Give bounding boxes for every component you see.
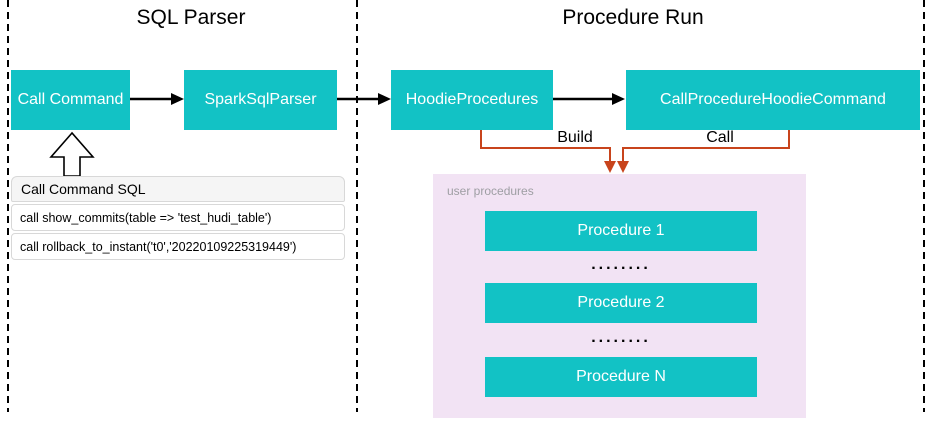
node-procedure-n: Procedure N	[485, 357, 757, 397]
sql-panel-row: call rollback_to_instant('t0','202201092…	[11, 233, 345, 260]
node-procedure-2: Procedure 2	[485, 283, 757, 323]
ellipsis-dots: ........	[591, 256, 651, 273]
sql-panel-row: call show_commits(table => 'test_hudi_ta…	[11, 204, 345, 231]
section-title-sql-parser: SQL Parser	[136, 6, 246, 29]
sql-panel-title: Call Command SQL	[11, 176, 345, 202]
user-procedures-label: user procedures	[447, 184, 534, 198]
node-spark-sql-parser: SparkSqlParser	[184, 70, 337, 130]
connector-call	[622, 130, 790, 162]
edge-label-build: Build	[557, 129, 593, 146]
arrowhead-call-icon	[617, 161, 629, 173]
connector-build	[480, 130, 611, 162]
arrowhead-build-icon	[604, 161, 616, 173]
section-title-procedure-run: Procedure Run	[562, 6, 704, 29]
hollow-up-arrow-icon	[49, 131, 95, 177]
ellipsis-dots: ........	[591, 329, 651, 346]
edge-label-call: Call	[706, 129, 734, 146]
arrowhead-icon	[612, 93, 625, 105]
arrowhead-icon	[378, 93, 391, 105]
sql-panel: Call Command SQL call show_commits(table…	[11, 176, 345, 260]
arrowhead-icon	[171, 93, 184, 105]
node-call-procedure-hoodie-command: CallProcedureHoodieCommand	[626, 70, 920, 130]
user-procedures-container: user procedures Procedure 1 ........ Pro…	[433, 174, 806, 418]
node-procedure-1: Procedure 1	[485, 211, 757, 251]
node-call-command: Call Command	[11, 70, 130, 130]
node-hoodie-procedures: HoodieProcedures	[391, 70, 553, 130]
